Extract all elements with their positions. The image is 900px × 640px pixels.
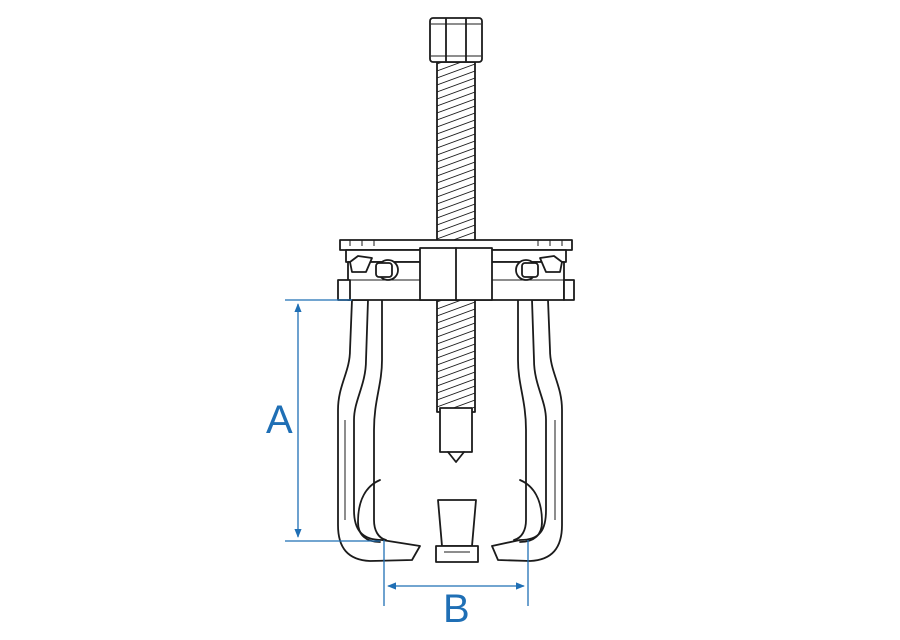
thread-line [437,196,475,212]
thread-line [437,357,475,373]
thread-line [437,70,475,86]
thread-line [437,168,475,184]
thread-line [437,98,475,114]
dimension-b-label: B [443,587,470,631]
thread-line [437,63,475,79]
thread-line [437,112,475,128]
thread-line [437,301,475,317]
thread-line [437,217,475,233]
thread-line [437,147,475,163]
thread-line [437,392,475,408]
thread-line [437,161,475,177]
dimension-a-label: A [266,398,293,442]
thread-line [437,371,475,387]
thread-line [437,140,475,156]
thread-line [437,91,475,107]
right-jaw [491,299,563,562]
thread-line [437,336,475,352]
thread-line [437,399,475,410]
right-pivot-bolt [515,255,563,281]
thread-line [437,210,475,226]
thread-line [437,364,475,380]
thread-line [437,329,475,345]
hex-nut [429,17,483,63]
thread-line [437,119,475,135]
thread-line [437,126,475,142]
thread-line [437,343,475,359]
yoke-crossbar [337,239,575,301]
thread-line [437,175,475,191]
thread-line [437,77,475,93]
thread-line [437,154,475,170]
dimension-a: A [266,299,380,542]
left-jaw [337,299,421,562]
thread-line [437,105,475,121]
thread-line [437,182,475,198]
thread-line [437,133,475,149]
thread-line [437,322,475,338]
thread-line [437,378,475,394]
thread-line [437,315,475,331]
thread-line [437,62,475,72]
thread-line [437,189,475,205]
left-pivot-bolt [349,255,399,281]
thread-line [437,224,475,240]
thread-line [437,385,475,401]
thread-line [437,84,475,100]
thread-line [437,203,475,219]
thread-line [437,308,475,324]
dimension-b: B [383,540,529,631]
center-pressure-point [435,407,479,563]
thread-line [437,350,475,366]
